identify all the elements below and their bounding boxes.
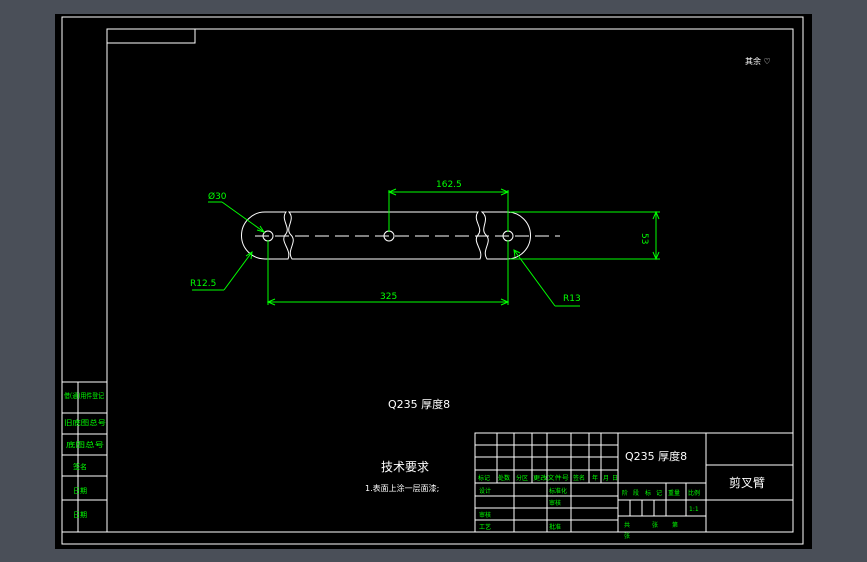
side-row-6: 日期 bbox=[73, 511, 87, 519]
tb-h-day: 日 bbox=[612, 475, 618, 482]
side-row-4: 签名 bbox=[73, 462, 87, 471]
tb-stage-1: 阶 bbox=[622, 489, 628, 497]
tb-review: 审核 bbox=[479, 511, 491, 519]
paper-background bbox=[55, 14, 812, 549]
side-row-2: 旧底图总号 bbox=[64, 418, 106, 427]
roughness-mark: 其余 ♡ bbox=[745, 56, 771, 66]
inner-border bbox=[106, 28, 794, 533]
part-outline bbox=[241, 211, 531, 260]
tb-scale: 1:1 bbox=[689, 506, 699, 513]
tb-standard: 标准化 bbox=[549, 487, 567, 495]
title-block-texts: Q235 厚度8 剪叉臂 标记 处数 分区 更改文件号 签名 年 月 日 设计 … bbox=[478, 449, 765, 540]
tb-sheet-2: 张 bbox=[652, 521, 658, 529]
tb-h-sign: 签名 bbox=[573, 474, 585, 482]
tb-sheet-3: 第 bbox=[672, 521, 678, 529]
dimension-annotations bbox=[192, 188, 660, 307]
tech-req-title: 技术要求 bbox=[381, 460, 429, 474]
tb-process: 工艺 bbox=[479, 523, 491, 531]
tb-scale-label: 比例 bbox=[688, 489, 700, 497]
tb-weight: 重量 bbox=[668, 489, 680, 497]
tech-req-item: 1.表面上涂一层面漆; bbox=[365, 483, 439, 493]
tb-stage-4: 记 bbox=[656, 490, 662, 497]
dimension-texts: Ø30 162.5 53 R12.5 325 R13 bbox=[190, 180, 649, 304]
tb-h-docno: 更改文件号 bbox=[533, 474, 569, 482]
side-row-3: 底图总号 bbox=[66, 440, 104, 449]
dim-half-spacing: 162.5 bbox=[436, 180, 462, 190]
side-table: 借(通)用件登记 旧底图总号 底图总号 签名 日期 日期 bbox=[61, 381, 108, 533]
tb-review-2: 审核 bbox=[549, 499, 561, 507]
outer-border bbox=[61, 16, 804, 545]
dim-radius-right: R13 bbox=[563, 294, 581, 304]
tb-stage-2: 段 bbox=[633, 489, 639, 497]
tb-sheet-1: 共 bbox=[624, 521, 630, 529]
side-row-5: 日期 bbox=[73, 487, 87, 495]
tb-h-month: 月 bbox=[603, 475, 609, 482]
tb-stage-3: 标 bbox=[645, 489, 651, 497]
dim-radius-left: R12.5 bbox=[190, 279, 216, 289]
tb-sheet-4: 张 bbox=[624, 532, 630, 540]
tb-approve: 批准 bbox=[549, 523, 561, 531]
title-block bbox=[474, 432, 794, 533]
dim-overall-length: 325 bbox=[380, 292, 397, 302]
tb-material: Q235 厚度8 bbox=[625, 449, 687, 463]
tb-h-mark: 标记 bbox=[478, 474, 490, 482]
corner-code-box bbox=[106, 28, 196, 44]
material-note: Q235 厚度8 bbox=[388, 397, 450, 411]
tb-h-year: 年 bbox=[592, 474, 598, 482]
tb-h-zone: 分区 bbox=[516, 474, 528, 482]
dim-hole-diameter: Ø30 bbox=[208, 191, 227, 202]
tb-h-count: 处数 bbox=[498, 474, 510, 482]
tb-design: 设计 bbox=[479, 487, 491, 495]
tb-part-name: 剪叉臂 bbox=[729, 475, 765, 490]
side-row-1: 借(通)用件登记 bbox=[64, 391, 104, 400]
dim-height: 53 bbox=[639, 233, 649, 244]
